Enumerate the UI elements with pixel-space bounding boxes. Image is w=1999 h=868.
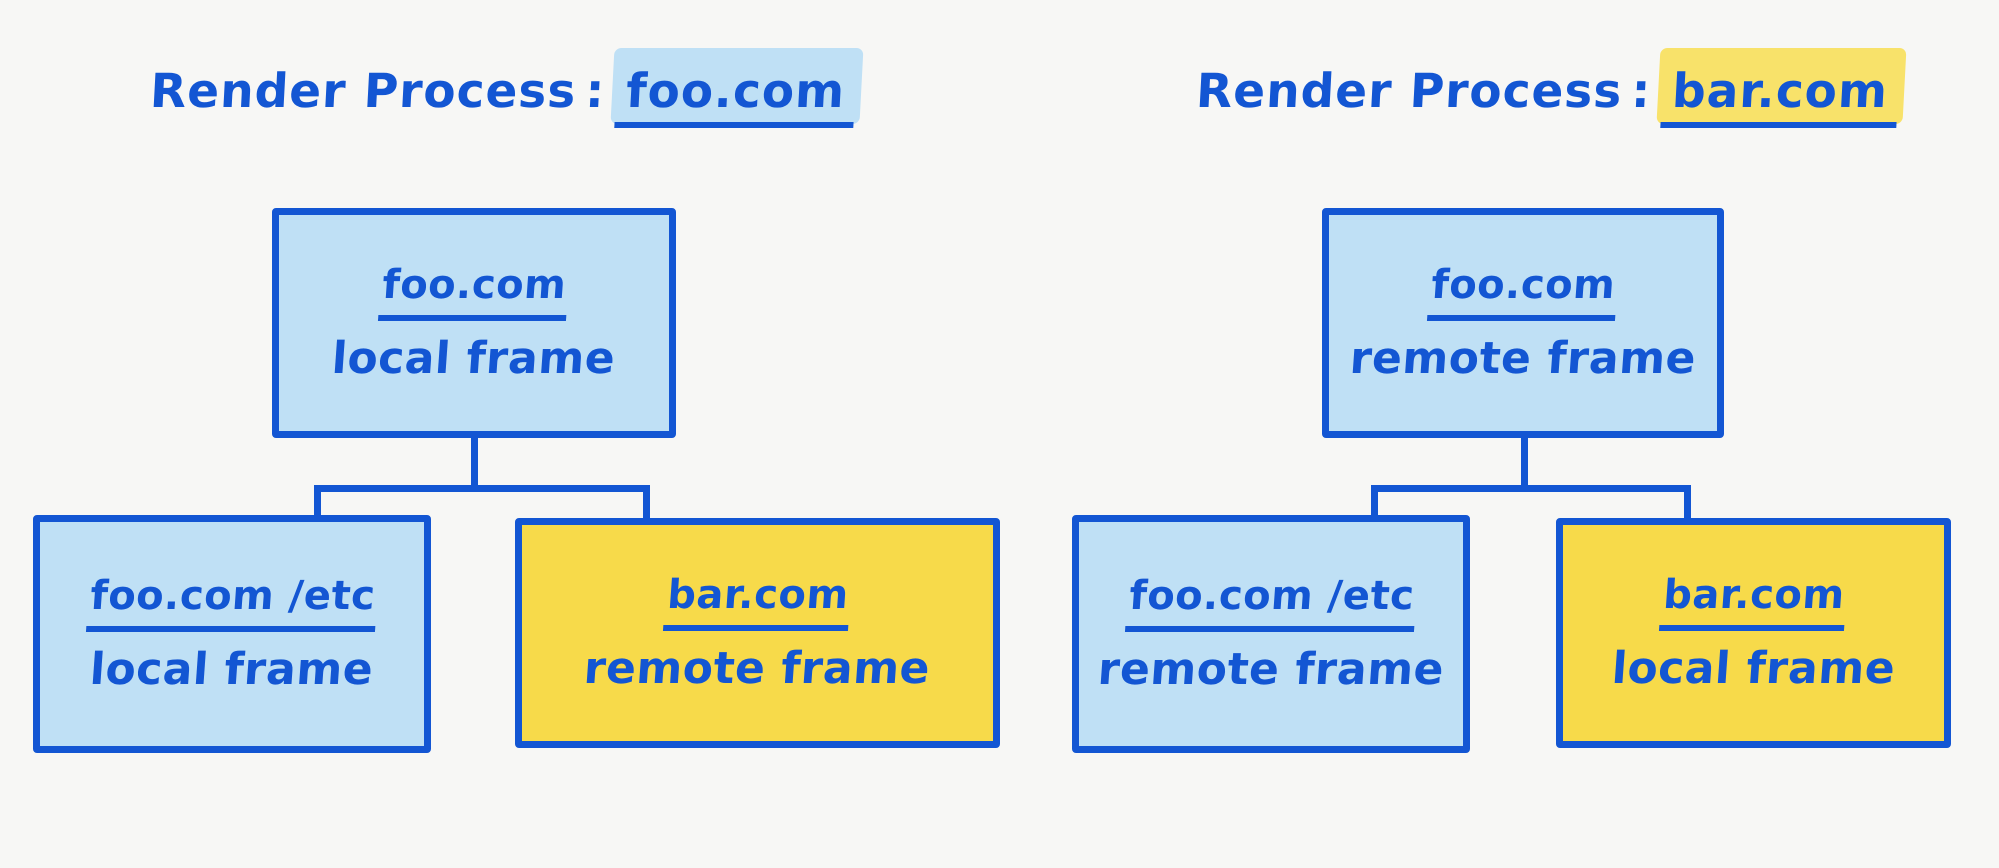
frame-kind: local frame xyxy=(1610,643,1897,694)
frame-origin: bar.com xyxy=(1658,572,1849,631)
title-process-name-bar-text: bar.com xyxy=(1670,64,1890,119)
frame-node-fooetc-remote-right[interactable]: foo.com /etc remote frame xyxy=(1072,515,1470,753)
title-process-name-foo-text: foo.com xyxy=(624,64,847,119)
edge-drop-child1-left xyxy=(314,485,321,523)
frame-node-foo-local-left[interactable]: foo.com local frame xyxy=(272,208,676,438)
title-colon-bar: : xyxy=(1629,64,1653,119)
frame-node-bar-local-right[interactable]: bar.com local frame xyxy=(1556,518,1951,748)
frame-origin: foo.com xyxy=(377,262,571,321)
render-process-title-bar: Render Process : bar.com xyxy=(1194,62,1900,128)
edge-bus-left xyxy=(314,485,650,492)
frame-kind: remote frame xyxy=(582,643,933,694)
frame-origin: foo.com xyxy=(1426,262,1620,321)
title-colon-foo: : xyxy=(583,64,607,119)
frame-node-fooetc-local-left[interactable]: foo.com /etc local frame xyxy=(33,515,431,753)
title-label-bar: Render Process xyxy=(1194,64,1624,119)
render-process-title-foo: Render Process : foo.com xyxy=(148,62,857,128)
title-process-name-foo: foo.com xyxy=(614,62,857,128)
title-process-name-bar: bar.com xyxy=(1660,62,1900,128)
frame-kind: remote frame xyxy=(1096,644,1446,695)
frame-node-foo-remote-right[interactable]: foo.com remote frame xyxy=(1322,208,1724,438)
edge-drop-child1-right xyxy=(1371,485,1378,523)
edge-bus-right xyxy=(1371,485,1691,492)
edge-parent-stem-right xyxy=(1521,436,1528,490)
frame-origin: foo.com /etc xyxy=(85,573,379,632)
title-label-foo: Render Process xyxy=(148,64,578,119)
frame-kind: local frame xyxy=(88,644,376,695)
frame-kind: remote frame xyxy=(1348,333,1698,384)
edge-drop-child2-left xyxy=(643,485,650,523)
frame-origin: foo.com /etc xyxy=(1124,573,1418,632)
frame-node-bar-remote-left[interactable]: bar.com remote frame xyxy=(515,518,1000,748)
frame-kind: local frame xyxy=(330,333,618,384)
edge-drop-child2-right xyxy=(1684,485,1691,523)
frame-origin: bar.com xyxy=(662,572,853,631)
edge-parent-stem-left xyxy=(471,436,478,490)
